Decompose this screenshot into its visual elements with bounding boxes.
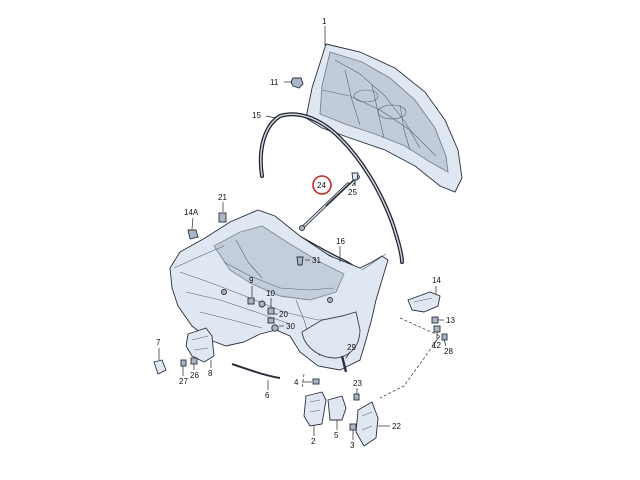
part-28-bolt[interactable]: [441, 333, 448, 341]
label-15[interactable]: 15: [252, 111, 261, 120]
highlight-ring-24: [312, 175, 332, 195]
part-2-hood-lock[interactable]: [303, 391, 327, 427]
label-9[interactable]: 9: [249, 276, 254, 285]
part-22-bracket[interactable]: [355, 401, 379, 447]
label-4[interactable]: 4: [294, 378, 299, 387]
part-8-hinge[interactable]: [185, 327, 215, 363]
part-3-clip[interactable]: [349, 423, 357, 431]
label-29[interactable]: 29: [347, 343, 356, 352]
label-6[interactable]: 6: [265, 391, 270, 400]
label-31[interactable]: 31: [312, 256, 321, 265]
part-6-release-cable[interactable]: [231, 363, 281, 379]
part-29-rod[interactable]: [340, 355, 348, 373]
label-27[interactable]: 27: [179, 377, 188, 386]
label-24[interactable]: 24: [317, 181, 326, 190]
part-31-clip[interactable]: [296, 256, 304, 266]
gas-strut[interactable]: [298, 174, 360, 232]
part-labels: 1 11 15 24 25 21 14A 16 31 9 10 20 30 14…: [156, 17, 455, 450]
label-30[interactable]: 30: [286, 322, 295, 331]
label-26[interactable]: 26: [190, 371, 199, 380]
part-23-bolt[interactable]: [353, 393, 360, 401]
part-4-screw[interactable]: [312, 378, 320, 385]
label-11[interactable]: 11: [270, 78, 279, 87]
front-body-structure: [169, 209, 389, 371]
label-28[interactable]: 28: [444, 347, 453, 356]
part-27-screw[interactable]: [180, 359, 187, 367]
label-3[interactable]: 3: [350, 441, 355, 450]
label-21[interactable]: 21: [218, 193, 227, 202]
label-16[interactable]: 16: [336, 237, 345, 246]
part-26-nut[interactable]: [190, 357, 198, 365]
part-20-bolt[interactable]: [267, 317, 275, 324]
label-23[interactable]: 23: [353, 379, 362, 388]
part-21-clip[interactable]: [218, 212, 227, 223]
label-14a[interactable]: 14A: [184, 208, 199, 217]
label-7[interactable]: 7: [156, 338, 161, 347]
label-12[interactable]: 12: [432, 341, 441, 350]
label-8[interactable]: 8: [208, 369, 213, 378]
part-11-grommet[interactable]: [290, 77, 304, 89]
part-9-bolt[interactable]: [247, 297, 255, 305]
label-20[interactable]: 20: [279, 310, 288, 319]
part-5-catch[interactable]: [327, 395, 347, 421]
hood-seal-15[interactable]: [258, 112, 404, 264]
label-13[interactable]: 13: [446, 316, 455, 325]
part-30-washer[interactable]: [271, 324, 279, 332]
part-13-nut[interactable]: [431, 316, 439, 324]
label-14[interactable]: 14: [432, 276, 441, 285]
leader-lines: [158, 26, 447, 440]
part-25-bolt[interactable]: [351, 172, 359, 186]
label-10[interactable]: 10: [266, 289, 275, 298]
part-7-bolt[interactable]: [153, 359, 167, 375]
part-10-nut[interactable]: [267, 307, 275, 315]
assembly-guide-lines: [301, 317, 441, 399]
label-22[interactable]: 22: [392, 422, 401, 431]
part-14a-grommet[interactable]: [187, 229, 199, 240]
part-14-hinge[interactable]: [407, 291, 441, 313]
label-25[interactable]: 25: [348, 188, 357, 197]
hood-panel[interactable]: [305, 43, 463, 193]
part-12-bolt[interactable]: [433, 325, 441, 333]
label-1[interactable]: 1: [322, 17, 327, 26]
label-2[interactable]: 2: [311, 437, 316, 446]
label-5[interactable]: 5: [334, 431, 339, 440]
